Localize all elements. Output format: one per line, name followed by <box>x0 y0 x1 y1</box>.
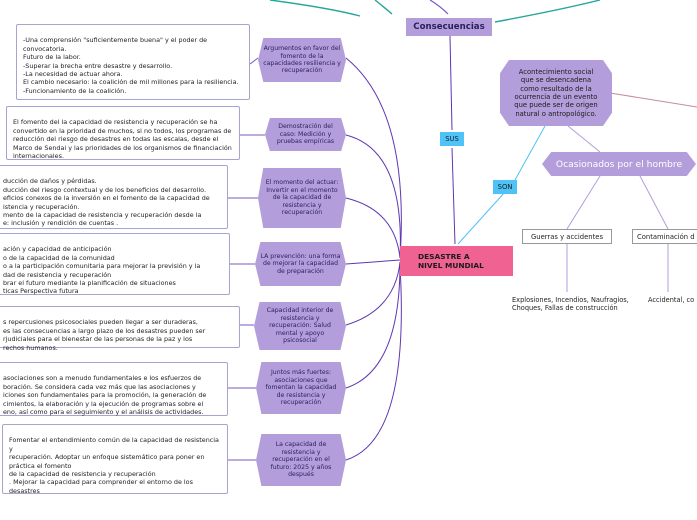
event-definition-node[interactable]: Acontecimiento social que se desencadena… <box>500 60 612 126</box>
text-future[interactable]: Fomentar el entendimiento común de la ca… <box>2 424 228 495</box>
wars-detail: Explosiones, Incendios, Naufragios, Choq… <box>512 296 629 313</box>
wars-node[interactable]: Guerras y accidentes <box>522 229 612 244</box>
branch-prevention[interactable]: LA prevención: una forma de mejorar la c… <box>255 242 346 286</box>
sus-connector[interactable]: SUS <box>440 132 464 146</box>
text-partnerships[interactable]: asociaciones son a menudo fundamentales … <box>0 362 228 416</box>
text-moment-to-act[interactable]: ducción de daños y pérdidas. ducción del… <box>0 165 228 229</box>
wars-label: Guerras y accidentes <box>531 232 603 241</box>
branch-future[interactable]: La capacidad de resistencia y recuperaci… <box>256 434 346 486</box>
consequences-label: Consecuencias <box>413 22 485 32</box>
central-line2: NIVEL MUNDIAL <box>418 261 484 270</box>
branch-arguments[interactable]: Argumentos en favor del fomento de la ca… <box>258 38 346 82</box>
pollution-label: Contaminación d <box>637 232 695 241</box>
son-connector[interactable]: SON <box>493 180 517 194</box>
event-definition-text: Acontecimiento social que se desencadena… <box>514 67 598 118</box>
central-line1: DESASTRE A <box>418 252 470 261</box>
branch-demonstration[interactable]: Demostración del caso: Medición y prueba… <box>265 118 346 151</box>
son-label: SON <box>497 183 513 191</box>
branch-partnerships[interactable]: Juntos más fuertes: asociaciones que fom… <box>256 362 346 414</box>
pollution-detail: Accidental, co <box>648 296 695 304</box>
branch-moment-to-act[interactable]: El momento del actuar: Invertir en el mo… <box>258 168 346 228</box>
text-arguments[interactable]: -Una comprensión "suficientemente buena"… <box>16 24 250 100</box>
pollution-node[interactable]: Contaminación d <box>632 229 697 244</box>
text-mental-health[interactable]: s repercusiones psicosociales pueden lle… <box>0 306 240 352</box>
consequences-node[interactable]: Consecuencias <box>406 18 492 36</box>
central-topic[interactable]: DESASTRE A NIVEL MUNDIAL <box>400 246 513 276</box>
text-prevention[interactable]: ación y capacidad de anticipación o de l… <box>0 233 230 295</box>
sus-label: SUS <box>445 135 459 143</box>
text-demonstration[interactable]: El fomento del la capacidad de resistenc… <box>6 106 240 160</box>
caused-by-label: Ocasionados por el hombre <box>555 158 683 170</box>
caused-by-node[interactable]: Ocasionados por el hombre <box>542 152 696 176</box>
branch-mental-health[interactable]: Capacidad interior de resistencia y recu… <box>254 302 346 350</box>
